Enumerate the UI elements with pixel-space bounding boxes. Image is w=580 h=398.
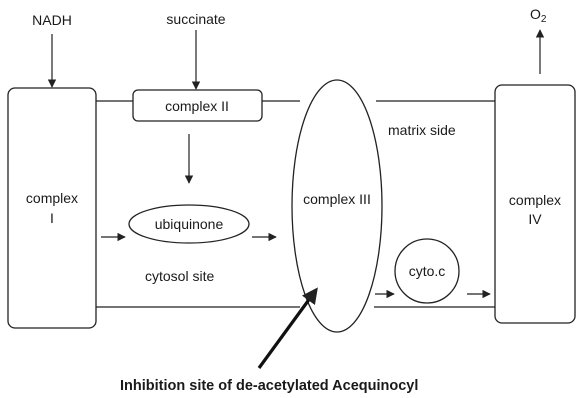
complex-2-label: complex II <box>165 98 229 114</box>
nadh-label: NADH <box>32 12 72 28</box>
oxygen-label: O2 <box>530 6 547 25</box>
ubiquinone-label: ubiquinone <box>155 216 224 232</box>
complex-1-numeral: I <box>50 210 54 226</box>
complex-4-label: complex <box>509 192 561 208</box>
succinate-label: succinate <box>166 11 225 27</box>
complex-2-box <box>132 89 263 122</box>
complex-1-label: complex <box>26 190 78 206</box>
inhibition-site-caption: Inhibition site of de-acetylated Acequin… <box>120 378 418 394</box>
cyto-c-label: cyto.c <box>409 263 446 279</box>
complex-3-label: complex III <box>303 191 371 207</box>
cytosol-site-label: cytosol site <box>145 268 214 284</box>
inhibition-site-arrow <box>257 287 318 369</box>
matrix-side-label: matrix side <box>388 122 456 138</box>
complex-3-ellipse <box>291 79 383 333</box>
complex-4-box <box>494 84 576 324</box>
ubiquinone-ellipse <box>128 204 250 244</box>
cyto-c-circle <box>394 238 460 304</box>
complex-1-box <box>7 87 97 329</box>
complex-4-numeral: IV <box>528 211 542 227</box>
